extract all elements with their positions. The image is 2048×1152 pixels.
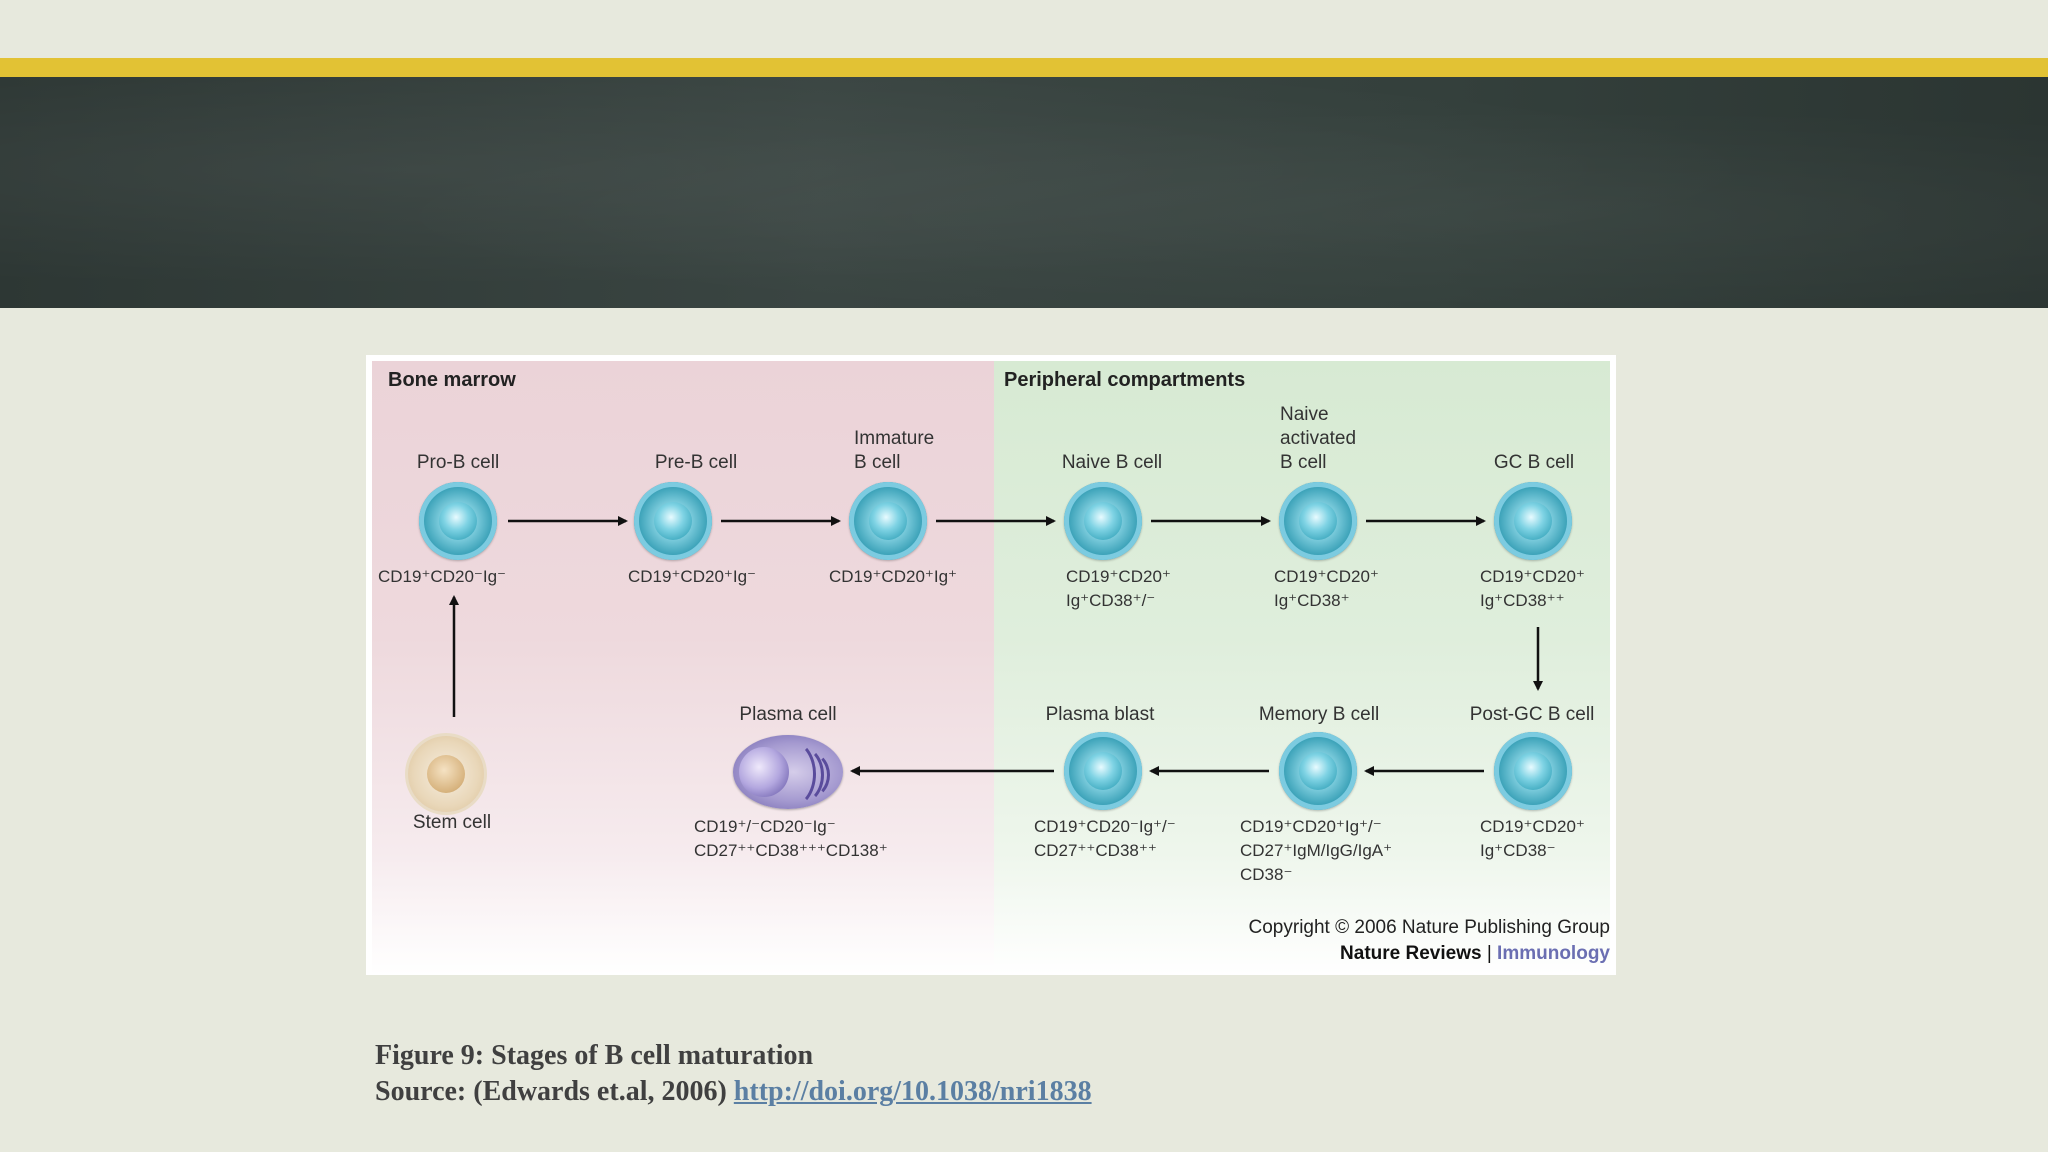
label-naive-activated-line3: B cell xyxy=(1280,452,1327,473)
cell-pro-b xyxy=(419,482,497,560)
label-stem-cell: Stem cell xyxy=(412,812,492,833)
markers-memory-line3: CD38⁻ xyxy=(1240,865,1293,884)
cell-pre-b xyxy=(634,482,712,560)
cell-gc-b xyxy=(1494,482,1572,560)
doi-link[interactable]: http://doi.org/10.1038/nri1838 xyxy=(733,1076,1092,1107)
label-pro-b: Pro-B cell xyxy=(416,452,500,473)
markers-memory-line1: CD19⁺CD20⁺Ig⁺/⁻ xyxy=(1240,817,1382,836)
cell-memory-b xyxy=(1279,732,1357,810)
markers-plasma-line2: CD27⁺⁺CD38⁺⁺⁺CD138⁺ xyxy=(694,841,888,860)
header-banner xyxy=(0,77,2048,308)
markers-pro-b: CD19⁺CD20⁻Ig⁻ xyxy=(378,567,507,586)
copyright-notice: Copyright © 2006 Nature Publishing Group xyxy=(1248,917,1610,938)
bone-marrow-zone xyxy=(372,361,994,975)
bone-marrow-title: Bone marrow xyxy=(388,369,516,391)
label-naive-b: Naive B cell xyxy=(1061,452,1163,473)
cell-immature-b xyxy=(849,482,927,560)
markers-gc-b-line1: CD19⁺CD20⁺ xyxy=(1480,567,1585,586)
markers-naive-activated-line2: Ig⁺CD38⁺ xyxy=(1274,591,1350,610)
label-plasma-blast: Plasma blast xyxy=(1045,704,1155,725)
caption-title: Figure 9: Stages of B cell maturation xyxy=(375,1040,814,1071)
cell-stem xyxy=(408,736,484,812)
label-pre-b: Pre-B cell xyxy=(654,452,738,473)
label-naive-activated-line1: Naive xyxy=(1280,404,1329,425)
markers-plasma-blast-line2: CD27⁺⁺CD38⁺⁺ xyxy=(1034,841,1157,860)
caption-source-text: Source: (Edwards et.al, 2006) xyxy=(375,1076,727,1107)
cell-plasma-blast xyxy=(1064,732,1142,810)
markers-immature-b: CD19⁺CD20⁺Ig⁺ xyxy=(829,567,958,586)
markers-naive-b-line2: Ig⁺CD38⁺/⁻ xyxy=(1066,591,1156,610)
label-memory-b: Memory B cell xyxy=(1258,704,1380,725)
peripheral-zone xyxy=(994,361,1610,975)
label-post-gc-b: Post-GC B cell xyxy=(1469,704,1595,725)
accent-bar xyxy=(0,58,2048,77)
label-immature-b-line2: B cell xyxy=(854,452,901,473)
label-plasma-cell: Plasma cell xyxy=(739,704,837,725)
label-naive-activated-line2: activated xyxy=(1280,428,1357,449)
cell-naive-activated-b xyxy=(1279,482,1357,560)
flow-arrows xyxy=(449,516,1543,776)
cell-post-gc-b xyxy=(1494,732,1572,810)
peripheral-title: Peripheral compartments xyxy=(1004,369,1246,391)
journal-section: Immunology xyxy=(1497,943,1610,964)
markers-plasma-line1: CD19⁺/⁻CD20⁻Ig⁻ xyxy=(694,817,836,836)
label-gc-b: GC B cell xyxy=(1493,452,1575,473)
journal-name: Nature Reviews xyxy=(1340,943,1482,964)
label-immature-b-line1: Immature xyxy=(854,428,935,449)
markers-plasma-blast-line1: CD19⁺CD20⁻Ig⁺/⁻ xyxy=(1034,817,1176,836)
markers-memory-line2: CD27⁺IgM/IgG/IgA⁺ xyxy=(1240,841,1393,860)
journal-credit: Nature Reviews | Immunology xyxy=(1340,943,1610,965)
caption-source: Source: (Edwards et.al, 2006) http://doi… xyxy=(375,1074,1092,1110)
cell-naive-b xyxy=(1064,482,1142,560)
cell-plasma xyxy=(733,735,843,809)
markers-pre-b: CD19⁺CD20⁺Ig⁻ xyxy=(628,567,757,586)
journal-separator: | xyxy=(1486,943,1492,964)
b-cell-maturation-figure: Bone marrow Peripheral compartments Pro-… xyxy=(366,355,1616,975)
markers-post-gc-line2: Ig⁺CD38⁻ xyxy=(1480,841,1556,860)
markers-gc-b-line2: Ig⁺CD38⁺⁺ xyxy=(1480,591,1565,610)
markers-naive-activated-line1: CD19⁺CD20⁺ xyxy=(1274,567,1379,586)
markers-naive-b-line1: CD19⁺CD20⁺ xyxy=(1066,567,1171,586)
figure-caption: Figure 9: Stages of B cell maturation So… xyxy=(375,1038,1092,1110)
markers-post-gc-line1: CD19⁺CD20⁺ xyxy=(1480,817,1585,836)
